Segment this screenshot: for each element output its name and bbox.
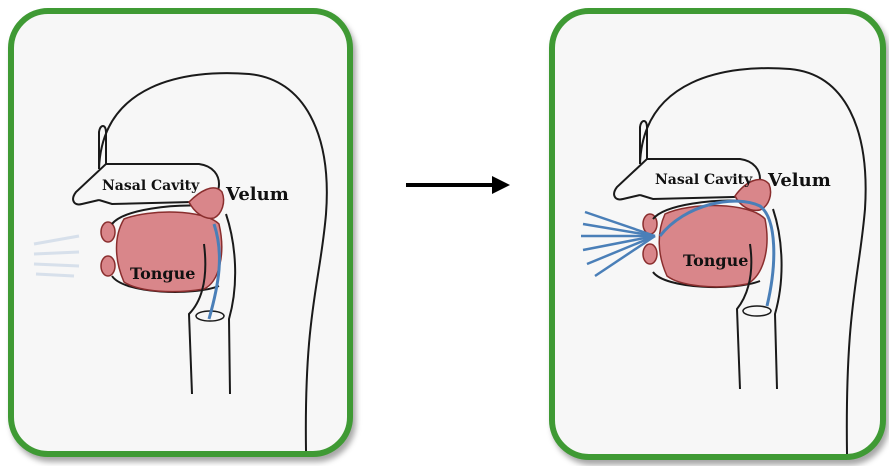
head-sagittal-diagram: Nasal Cavity Velum Tongue bbox=[14, 14, 347, 451]
nose-outline bbox=[614, 121, 647, 199]
larynx bbox=[743, 306, 771, 316]
right-arrow-icon bbox=[404, 170, 514, 200]
label-tongue: Tongue bbox=[130, 264, 195, 283]
label-nasal-cavity: Nasal Cavity bbox=[655, 172, 753, 188]
label-tongue: Tongue bbox=[683, 251, 748, 270]
diagram-panel-before: Nasal Cavity Velum Tongue bbox=[8, 8, 353, 457]
head-sagittal-diagram: Nasal Cavity Velum Tongue bbox=[555, 14, 880, 454]
diagram-panel-after: Nasal Cavity Velum Tongue bbox=[549, 8, 886, 460]
faint-air-puff bbox=[34, 236, 79, 276]
label-nasal-cavity: Nasal Cavity bbox=[102, 178, 200, 194]
label-velum: Velum bbox=[767, 170, 831, 191]
upper-lip bbox=[101, 222, 115, 242]
label-velum: Velum bbox=[225, 184, 289, 205]
lower-lip bbox=[101, 256, 115, 276]
lower-lip bbox=[643, 244, 657, 264]
